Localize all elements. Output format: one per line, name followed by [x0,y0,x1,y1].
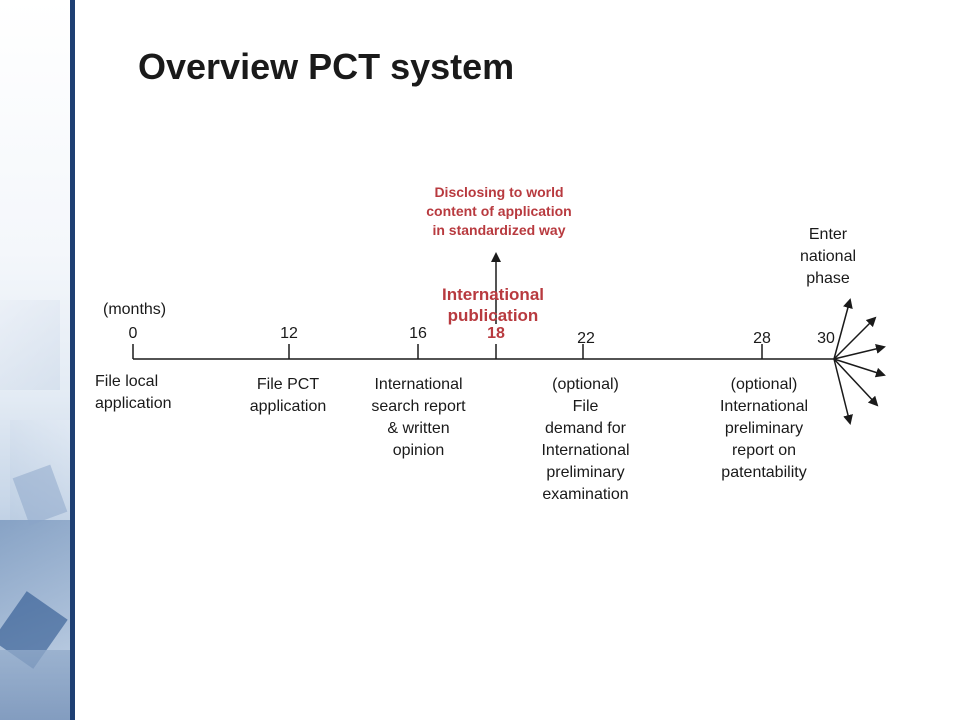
publication-title: International publication [441,285,544,325]
tick-label-22: 22 [577,330,595,347]
national-phase-arrows [833,298,886,425]
fan-arrow [833,358,879,407]
publication-note: Disclosing to world content of applicati… [426,184,572,238]
fan-arrow [833,358,853,425]
national-phase-label: Enter national phase [799,226,857,287]
decor-tile [0,650,75,720]
axis-unit-label: (months) [103,301,167,318]
tick-label-28: 28 [753,330,771,347]
decorative-side-strip [0,0,75,720]
tick-label-18: 18 [487,325,505,342]
tick-label-12: 12 [280,325,298,342]
fan-arrow [833,358,886,378]
slide-title: Overview PCT system [138,46,515,87]
tick-label-0: 0 [128,325,138,342]
fan-arrow [833,344,886,360]
decor-tile [0,300,60,390]
event-month-28: (optional) International preliminary rep… [719,376,809,481]
event-month-16: International search report & written op… [371,376,466,459]
accent-bar [70,0,75,720]
event-month-12: File PCT application [249,376,327,415]
fan-arrow [833,316,877,360]
tick-label-30: 30 [817,330,835,347]
event-month-22: (optional) File demand for International… [541,376,630,503]
event-month-0: File local application [95,373,172,412]
fan-arrow [833,298,853,360]
tick-label-16: 16 [409,325,427,342]
